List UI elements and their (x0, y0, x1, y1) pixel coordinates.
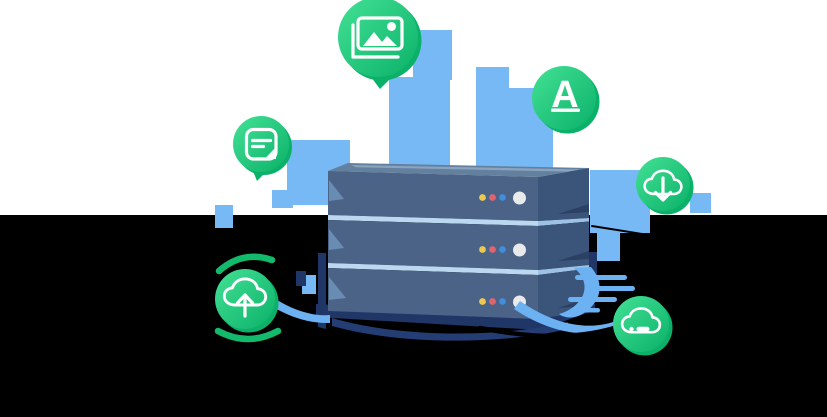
swoosh (514, 301, 623, 334)
cloud-icon (613, 296, 673, 356)
accent-stroke (477, 325, 617, 339)
cloud-outline (643, 169, 683, 196)
led-yellow (479, 194, 486, 201)
corner-highlight (329, 229, 344, 250)
cloud-upload-icon (215, 269, 279, 333)
server-unit-3-front (328, 268, 538, 319)
image-glyph (351, 16, 404, 59)
server-separator (328, 263, 538, 275)
sun (387, 22, 396, 31)
server (328, 163, 589, 319)
side-shade (558, 204, 589, 214)
led-blue (499, 194, 506, 201)
led-red (489, 246, 496, 253)
blue-bar (690, 193, 711, 213)
down-arrow-head (653, 190, 673, 202)
cloud-dot (629, 326, 634, 332)
bubble (532, 66, 596, 130)
up-arrow-head (235, 293, 255, 305)
cloud-outline (620, 307, 662, 334)
font-icon: A (532, 66, 600, 134)
blue-bar (597, 230, 620, 261)
photo-frame (356, 16, 404, 51)
letter-underline (551, 108, 580, 112)
side-shade (558, 251, 589, 261)
speed-line (568, 297, 617, 302)
bubble (233, 116, 289, 172)
server-unit-1-front (328, 171, 538, 221)
navy-block (296, 271, 306, 286)
led-yellow (479, 298, 486, 305)
led-blue (499, 298, 506, 305)
server-separator (328, 215, 538, 226)
mountains (363, 32, 397, 46)
speed-line (588, 286, 635, 291)
led-blue (499, 246, 506, 253)
blue-bar (272, 190, 293, 208)
speed-line (575, 275, 627, 280)
corner-highlight (329, 180, 344, 201)
server-top-highlight (351, 165, 584, 172)
note-outline (244, 127, 278, 161)
photo-stack-edge (351, 23, 400, 59)
power-button (513, 243, 526, 257)
blue-bar (389, 77, 450, 171)
led-red (489, 194, 496, 201)
server-unit-2-front (328, 220, 538, 270)
bubble (613, 296, 669, 352)
server-unit-2-side (538, 221, 589, 270)
server-unit-2-leds (479, 243, 526, 257)
led-yellow (479, 246, 486, 253)
blue-bar (215, 205, 233, 228)
note-fold (264, 147, 276, 159)
server-separator-side (538, 265, 589, 275)
cloud-glyph (222, 277, 268, 307)
power-button (513, 191, 526, 205)
cloud-glyph (643, 169, 683, 196)
sync-arcs (214, 253, 282, 343)
note-glyph (244, 127, 278, 161)
server-unit-1-leds (479, 191, 526, 205)
note-icon (233, 116, 292, 181)
server-separator-side (538, 218, 589, 226)
sync-arc (214, 327, 282, 343)
cloud-glyph (620, 307, 662, 334)
server-unit-1-side (538, 168, 589, 221)
cloud-download-icon (636, 157, 694, 215)
corner-highlight (329, 277, 346, 300)
accent-stroke (591, 225, 656, 237)
cloud-outline (222, 277, 268, 307)
cloud-dash (636, 326, 650, 332)
image-icon (338, 0, 422, 89)
speed-line (578, 308, 600, 313)
sync-arc (215, 253, 276, 275)
blue-bar (476, 67, 509, 171)
led-red (489, 298, 496, 305)
